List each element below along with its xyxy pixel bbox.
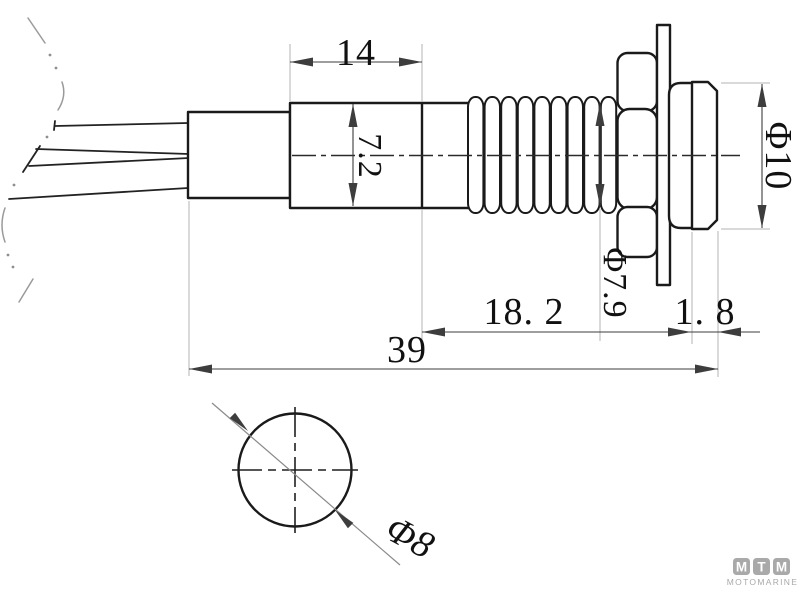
wire-bottom [8, 187, 189, 200]
wire-top [54, 122, 189, 127]
logo-box-2 [753, 558, 770, 575]
label-overall-length: 39 [387, 329, 427, 371]
dimension-arrows [189, 57, 767, 374]
label-thread-diameter: Φ7.9 [596, 247, 633, 318]
label-head-diameter: Φ10 [757, 122, 799, 191]
label-thread-section-length: 18. 2 [484, 291, 565, 333]
logo-letter-3: M [776, 560, 787, 575]
front-view: Φ8 [211, 402, 441, 568]
wire-bare-end [22, 145, 41, 173]
diameter-leader [211, 402, 401, 566]
extension-lines [188, 44, 770, 377]
logo-box-1 [733, 558, 750, 575]
label-bezel-thickness: 1. 8 [675, 291, 736, 333]
wire-middle-lower [28, 157, 190, 167]
logo-letter-2: T [757, 560, 766, 575]
head-ring [667, 81, 696, 230]
label-body-diameter: 7.2 [351, 133, 388, 179]
lead-wires [8, 120, 190, 200]
logo-subtitle: MOTOMARINE [727, 577, 798, 587]
logo-box-3 [773, 558, 790, 575]
mtm-logo: M T M MOTOMARINE [727, 558, 798, 587]
wire-middle-upper [35, 148, 190, 155]
wire-top-end-tick [53, 120, 56, 131]
dimension-labels: 14 7.2 Φ7.9 Φ10 18. 2 1. 8 39 [336, 32, 799, 371]
label-front-lens-diameter: Φ8 [379, 508, 441, 568]
label-body-length: 14 [336, 32, 376, 74]
hex-nut [616, 51, 659, 259]
logo-letter-1: M [736, 560, 747, 575]
rear-collar [186, 110, 292, 200]
scan-artifacts [1, 17, 65, 303]
